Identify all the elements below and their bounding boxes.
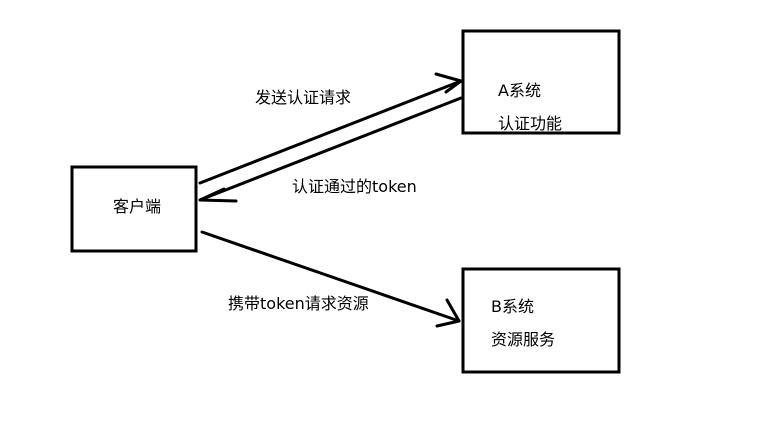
system-b-title: B系统: [491, 297, 534, 316]
client-box: [70, 165, 198, 253]
send-auth-request-label: 发送认证请求: [255, 88, 352, 107]
send-auth-request-arrow: [198, 72, 463, 185]
resource-request-label: 携带token请求资源: [228, 294, 369, 313]
system-b-box: [461, 267, 621, 374]
auth-token-return-arrow: [198, 96, 463, 203]
client-label: 客户端: [113, 197, 162, 216]
resource-request-arrow: [200, 230, 461, 328]
system-b-subtitle: 资源服务: [491, 330, 556, 349]
system-a-subtitle: 认证功能: [498, 114, 563, 133]
system-a-title: A系统: [498, 81, 541, 100]
system-a-box: [461, 29, 621, 135]
auth-token-label: 认证通过的token: [292, 177, 417, 196]
